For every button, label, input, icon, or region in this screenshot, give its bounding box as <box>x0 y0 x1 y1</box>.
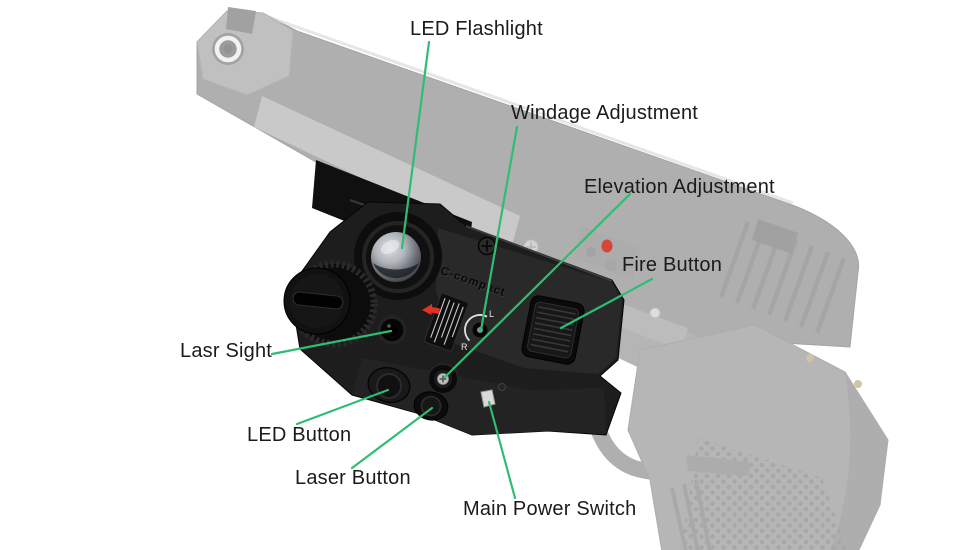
label-led-button: LED Button <box>247 424 352 446</box>
pistol-front-sight <box>226 7 256 34</box>
label-lasr-sight: Lasr Sight <box>180 340 273 362</box>
frame-knob <box>605 259 617 271</box>
windage-mark-right: R <box>461 342 468 352</box>
label-main-power-switch: Main Power Switch <box>463 498 637 520</box>
magazine-release-bump <box>686 455 750 476</box>
callout-lines <box>270 40 654 500</box>
callout-line-laser-button <box>350 406 434 470</box>
body-screw <box>477 236 497 256</box>
laser-light-unit: XLC-compact XLC-compact <box>283 160 625 436</box>
grip-backstrap-shade <box>830 372 888 550</box>
red-indicator-dot <box>601 239 613 253</box>
callout-line-led-button <box>295 388 390 426</box>
fire-button-pad <box>521 295 585 365</box>
battery-cap-slot <box>292 291 344 310</box>
frame-pin <box>649 307 661 319</box>
label-fire-button: Fire Button <box>622 254 723 276</box>
lens-glint <box>380 239 400 255</box>
label-led-flashlight: LED Flashlight <box>410 18 543 40</box>
callout-line-main-power-switch <box>487 400 517 500</box>
laser-button <box>413 391 449 421</box>
frame-knob <box>586 247 596 257</box>
main-power-switch <box>480 382 507 408</box>
pistol-rear-sight <box>752 219 798 254</box>
battery-cap-assembly <box>283 260 378 348</box>
warning-label <box>424 292 469 352</box>
laser-sight-aperture <box>377 315 407 345</box>
label-laser-button: Laser Button <box>295 467 411 489</box>
pistol-slide-top-highlight <box>262 13 794 205</box>
callout-line-lasr-sight <box>270 329 393 356</box>
label-windage-adjustment: Windage Adjustment <box>511 102 699 124</box>
callout-line-windage-adjustment <box>479 125 519 332</box>
pistol-ghost-image <box>196 7 889 550</box>
grip-front-grooves <box>670 479 712 550</box>
led-flashlight-head <box>354 212 442 300</box>
red-arrow-marker <box>422 304 440 315</box>
grip-pin <box>806 354 814 362</box>
muzzle-bore-center <box>223 44 233 54</box>
label-elevation-adjustment: Elevation Adjustment <box>584 176 775 198</box>
callout-line-elevation-adjustment <box>443 192 632 379</box>
device-bottom-face <box>352 358 606 435</box>
callout-line-fire-button <box>559 277 654 330</box>
windage-mark-left: L <box>489 309 494 319</box>
grip-pin <box>854 380 862 388</box>
lens-shadow-crescent <box>373 263 419 279</box>
pistol-barrel-band <box>254 96 520 249</box>
power-icon <box>497 382 507 392</box>
device-top-edge-highlight <box>465 225 613 282</box>
callout-line-led-flashlight <box>400 40 431 250</box>
